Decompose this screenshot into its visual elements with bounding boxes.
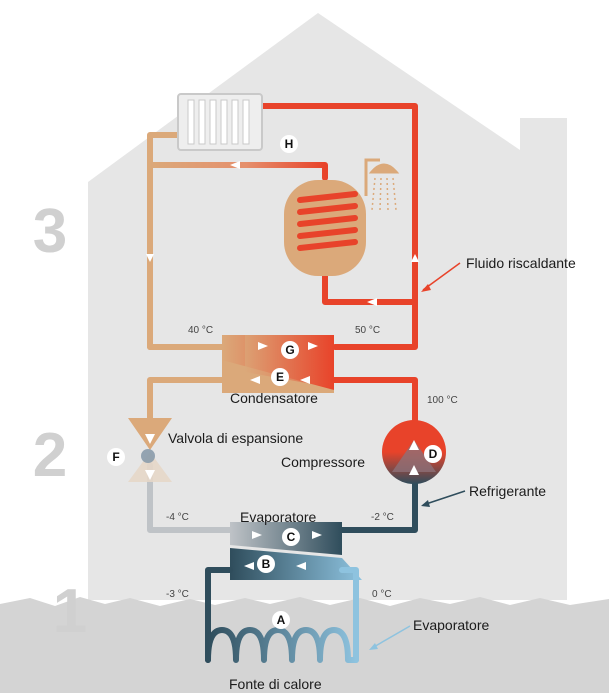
label-refrigerante: Refrigerante [469, 483, 546, 499]
section-number-2: 2 [33, 421, 67, 490]
svg-text:E: E [276, 370, 284, 384]
water-tank-icon [284, 180, 366, 276]
marker-h: H [280, 135, 298, 153]
temp-minus2: -2 °C [371, 512, 394, 523]
shower-icon [364, 158, 400, 211]
marker-b: B [257, 555, 275, 573]
marker-a: A [272, 611, 290, 629]
svg-text:H: H [285, 137, 294, 151]
heat-source-circuit [205, 567, 359, 663]
temp-40: 40 °C [188, 325, 213, 336]
house-shape [88, 13, 567, 600]
label-condensatore: Condensatore [230, 390, 318, 406]
svg-text:A: A [277, 613, 286, 627]
svg-text:F: F [112, 450, 119, 464]
temp-minus3: -3 °C [166, 589, 189, 600]
radiator-icon [177, 93, 263, 151]
marker-e: E [271, 368, 289, 386]
marker-f: F [107, 448, 125, 466]
label-fluido: Fluido riscaldante [466, 255, 576, 271]
temp-100: 100 °C [427, 395, 458, 406]
marker-g: G [281, 341, 299, 359]
label-evaporatore-mid: Evaporatore [240, 509, 316, 525]
temp-minus4: -4 °C [166, 512, 189, 523]
svg-text:D: D [429, 447, 438, 461]
refrigerant-circuit [147, 377, 418, 533]
label-compressore: Compressore [281, 454, 365, 470]
expansion-valve-icon [128, 418, 172, 482]
flow-arrows [244, 342, 322, 570]
svg-text:C: C [287, 530, 296, 544]
compressor-icon [382, 420, 446, 484]
section-number-1: 1 [53, 577, 87, 646]
temp-50: 50 °C [355, 325, 380, 336]
svg-text:G: G [285, 343, 294, 357]
label-fonte: Fonte di calore [229, 676, 322, 692]
heating-flow-arrows [146, 161, 419, 306]
callout-lines [369, 262, 466, 650]
section-number-3: 3 [33, 197, 67, 266]
svg-text:B: B [262, 557, 271, 571]
marker-d: D [424, 445, 442, 463]
ground [0, 597, 609, 693]
label-evaporatore-right: Evaporatore [413, 617, 489, 633]
temp-0: 0 °C [372, 589, 392, 600]
label-valvola: Valvola di espansione [168, 430, 303, 446]
marker-c: C [282, 528, 300, 546]
